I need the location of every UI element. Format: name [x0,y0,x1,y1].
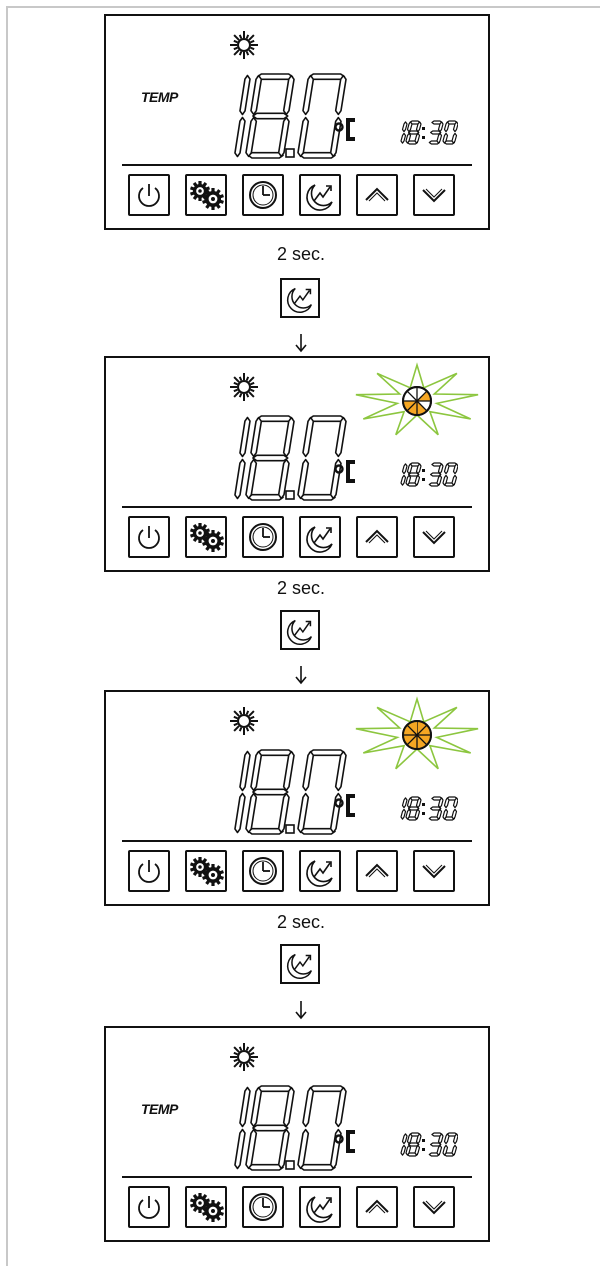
chevron-up-button[interactable] [356,516,398,558]
celsius-unit [333,456,359,488]
chevron-down-icon [422,188,446,203]
gears-icon [189,181,224,210]
step-moon-button[interactable] [280,278,320,318]
clock-button[interactable] [242,174,284,216]
power-icon [138,860,160,883]
power-icon [138,1196,160,1219]
chevron-down-button[interactable] [413,1186,455,1228]
temperature-readout [218,413,358,503]
chevron-down-icon [422,530,446,545]
chevron-up-button[interactable] [356,1186,398,1228]
step-moon-button[interactable] [280,944,320,984]
chevron-down-button[interactable] [413,850,455,892]
celsius-unit [333,114,359,146]
button-bar [122,164,472,222]
chevron-up-icon [365,1199,389,1214]
moon-curve-icon [286,287,313,313]
clock-button[interactable] [242,516,284,558]
clock-readout [396,1132,459,1158]
gears-icon [189,857,224,886]
sun-icon [229,372,259,402]
button-bar [122,840,472,898]
moon-curve-icon [306,184,333,211]
step-label: 2 sec. [276,912,326,932]
power-button[interactable] [128,174,170,216]
gears-button[interactable] [185,174,227,216]
chevron-down-icon [422,1200,446,1215]
thermostat-panel-4: TEMP [104,1026,490,1242]
power-button[interactable] [128,1186,170,1228]
clock-icon [249,523,277,551]
temperature-readout [218,1083,358,1173]
power-button[interactable] [128,850,170,892]
clock-readout [396,120,459,146]
chevron-up-icon [365,529,389,544]
gears-button[interactable] [185,516,227,558]
gears-icon [189,523,224,552]
celsius-unit [333,790,359,822]
thermostat-panel-3 [104,690,490,906]
gears-icon [189,1193,224,1222]
temperature-readout [218,71,358,161]
sun-icon [229,30,259,60]
step-label: 2 sec. [276,244,326,264]
clock-button[interactable] [242,850,284,892]
thermostat-panel-1: TEMP [104,14,490,230]
chevron-down-button[interactable] [413,174,455,216]
step-moon-button[interactable] [280,610,320,650]
button-bar [122,1176,472,1234]
chevron-down-icon [422,864,446,879]
temp-label: TEMP [141,1101,178,1117]
moon-curve-button[interactable] [299,174,341,216]
moon-curve-icon [306,526,333,553]
page-frame [6,6,600,1266]
clock-readout [396,796,459,822]
chevron-up-button[interactable] [356,174,398,216]
moon-curve-button[interactable] [299,850,341,892]
moon-curve-icon [286,953,313,979]
sun-icon [229,706,259,736]
half-lemon-burst-icon [350,362,484,440]
moon-curve-button[interactable] [299,516,341,558]
power-icon [138,526,160,549]
down-arrow-icon [293,665,309,685]
power-icon [138,184,160,207]
clock-button[interactable] [242,1186,284,1228]
thermostat-panel-2 [104,356,490,572]
step-label: 2 sec. [276,578,326,598]
moon-curve-button[interactable] [299,1186,341,1228]
gears-button[interactable] [185,850,227,892]
clock-icon [249,1193,277,1221]
moon-curve-icon [306,1196,333,1223]
chevron-up-icon [365,863,389,878]
moon-curve-icon [306,860,333,887]
clock-readout [396,462,459,488]
moon-curve-icon [286,619,313,645]
clock-icon [249,181,277,209]
celsius-unit [333,1126,359,1158]
full-lemon-burst-icon [350,696,484,774]
temperature-readout [218,747,358,837]
clock-icon [249,857,277,885]
sun-icon [229,1042,259,1072]
chevron-up-icon [365,187,389,202]
button-bar [122,506,472,564]
temp-label: TEMP [141,89,178,105]
chevron-down-button[interactable] [413,516,455,558]
chevron-up-button[interactable] [356,850,398,892]
down-arrow-icon [293,333,309,353]
power-button[interactable] [128,516,170,558]
down-arrow-icon [293,1000,309,1020]
gears-button[interactable] [185,1186,227,1228]
